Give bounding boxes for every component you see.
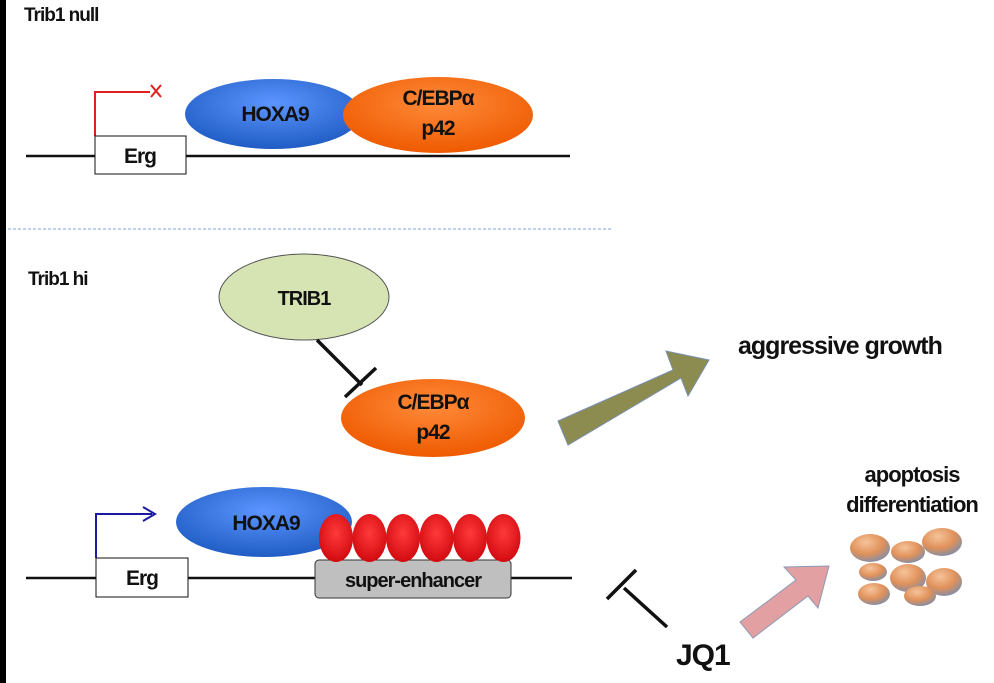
panel-trib1-null: Trib1 null Erg HOXA9 C/EBPα p42: [24, 5, 570, 175]
inhibition-icon-trib1: [315, 338, 378, 399]
inhibition-icon-jq1: [605, 568, 669, 629]
outcomes: aggressive growth JQ1 apoptosis differen…: [557, 332, 979, 672]
super-enhancer-label: super-enhancer: [345, 570, 482, 592]
left-edge-bar: [0, 0, 6, 683]
hoxa9-label-bottom: HOXA9: [232, 512, 300, 535]
enhancer-dot: [419, 514, 454, 562]
apoptosis-label-line2: differentiation: [846, 492, 978, 517]
enhancer-dot: [453, 514, 487, 562]
super-enhancer-box: [314, 559, 512, 599]
enhancer-dot: [319, 514, 353, 562]
promoter-blocked-icon: [94, 84, 162, 136]
cebpa-protein-bottom: [341, 379, 525, 457]
jq1-label: JQ1: [676, 639, 730, 672]
hoxa9-protein-top: [185, 79, 361, 149]
enhancer-dot: [486, 514, 521, 562]
gene-box-erg-bottom: [95, 557, 189, 598]
gene-label-erg-bottom: Erg: [126, 567, 158, 590]
apoptosis-arrow: [739, 565, 830, 639]
cebpa-label-line2-bottom: p42: [416, 421, 450, 444]
cebpa-protein-top: [343, 77, 533, 153]
growth-arrow: [557, 350, 710, 446]
enhancer-dot: [386, 514, 420, 562]
hoxa9-label-top: HOXA9: [241, 103, 309, 126]
cebpa-label-line2-top: p42: [421, 117, 455, 140]
trib1-protein: [218, 253, 390, 341]
growth-label: aggressive growth: [738, 332, 942, 360]
trib1-label: TRIB1: [278, 288, 332, 310]
hoxa9-protein-bottom: [176, 487, 352, 557]
gene-box-erg-top: [94, 135, 187, 175]
panel-title-trib1-null: Trib1 null: [24, 5, 98, 26]
apoptotic-cells-icon: [850, 528, 962, 606]
panel-title-trib1-hi: Trib1 hi: [28, 269, 88, 290]
gene-label-erg-top: Erg: [124, 145, 156, 168]
apoptosis-label-line1: apoptosis: [865, 462, 961, 487]
cebpa-label-line1-top: C/EBPα: [402, 87, 474, 110]
cebpa-label-line1-bottom: C/EBPα: [397, 391, 469, 414]
panel-trib1-hi: Trib1 hi TRIB1 C/EBPα p42 Erg HOXA9 supe…: [26, 253, 572, 599]
enhancer-dot: [352, 514, 387, 562]
enhancer-dots: [319, 514, 521, 562]
promoter-active-icon: [95, 506, 157, 558]
